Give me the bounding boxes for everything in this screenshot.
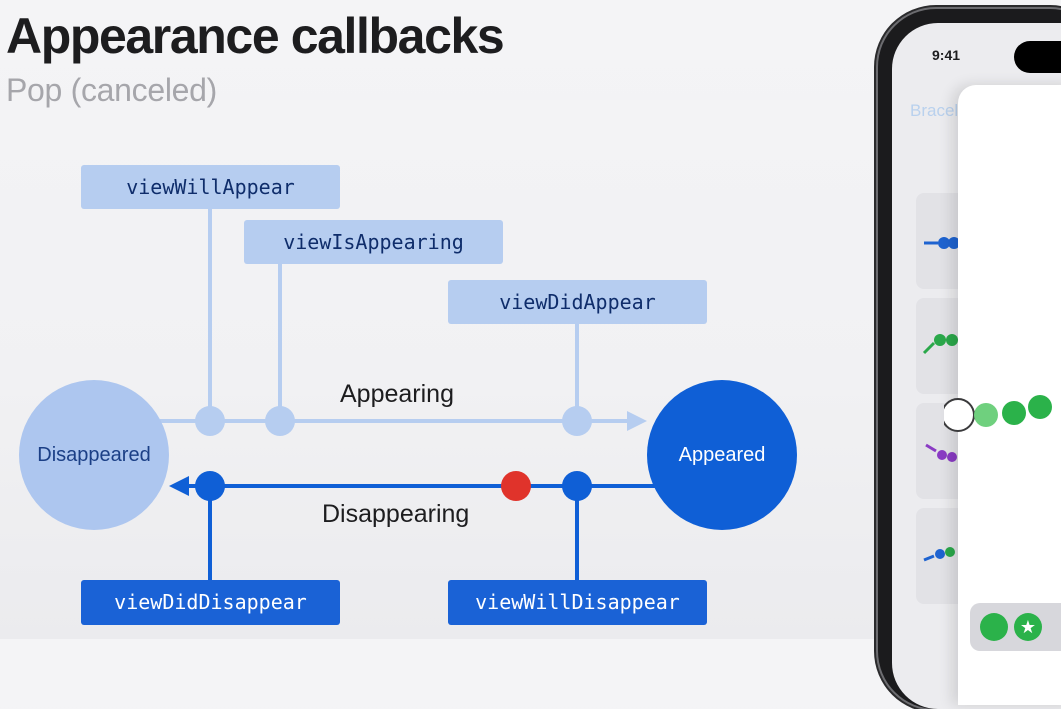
- callback-view-did-disappear: viewDidDisappear: [81, 580, 340, 625]
- state-appeared-label: Appeared: [678, 443, 766, 466]
- disappearing-arrowhead: [169, 476, 189, 496]
- bracelet-icon: [922, 334, 958, 355]
- node-will-disappear: [562, 471, 592, 501]
- phone-mockup: 9:41 Bracelets: [878, 9, 1061, 709]
- list-item[interactable]: [916, 193, 966, 289]
- node-did-disappear: [195, 471, 225, 501]
- list-item[interactable]: [916, 508, 966, 604]
- state-disappeared-label: Disappeared: [37, 443, 151, 466]
- state-appeared: Appeared: [647, 380, 797, 530]
- phone-screen: 9:41 Bracelets: [892, 23, 1061, 709]
- node-did-appear: [562, 406, 592, 436]
- node-is-appearing: [265, 406, 295, 436]
- slide-title: Appearance callbacks: [6, 8, 505, 64]
- callback-view-is-appearing: viewIsAppearing: [244, 220, 503, 264]
- bottom-bar: ★: [970, 603, 1061, 651]
- star-icon[interactable]: ★: [1014, 613, 1042, 641]
- callback-view-will-disappear: viewWillDisappear: [448, 580, 707, 625]
- disappearing-label: Disappearing: [322, 500, 470, 528]
- state-disappeared: Disappeared: [19, 380, 169, 530]
- bracelet-icon: [924, 237, 960, 249]
- appearing-label: Appearing: [340, 380, 454, 408]
- lifecycle-diagram: [160, 205, 660, 585]
- slide-subtitle: Pop (canceled): [6, 72, 218, 108]
- dynamic-island: [1014, 41, 1061, 73]
- callback-view-will-appear: viewWillAppear: [81, 165, 340, 209]
- bracelet-icon: [923, 547, 955, 562]
- appearing-arrowhead: [627, 411, 647, 431]
- node-will-appear: [195, 406, 225, 436]
- callback-view-did-appear: viewDidAppear: [448, 280, 707, 324]
- detail-sheet: [944, 85, 1061, 705]
- bracelet-preview: [944, 395, 1052, 432]
- node-cancel: [501, 471, 531, 501]
- status-time: 9:41: [932, 47, 961, 63]
- list-item[interactable]: [916, 298, 966, 394]
- bracelet-icon: [925, 443, 957, 462]
- circle-icon[interactable]: [980, 613, 1008, 641]
